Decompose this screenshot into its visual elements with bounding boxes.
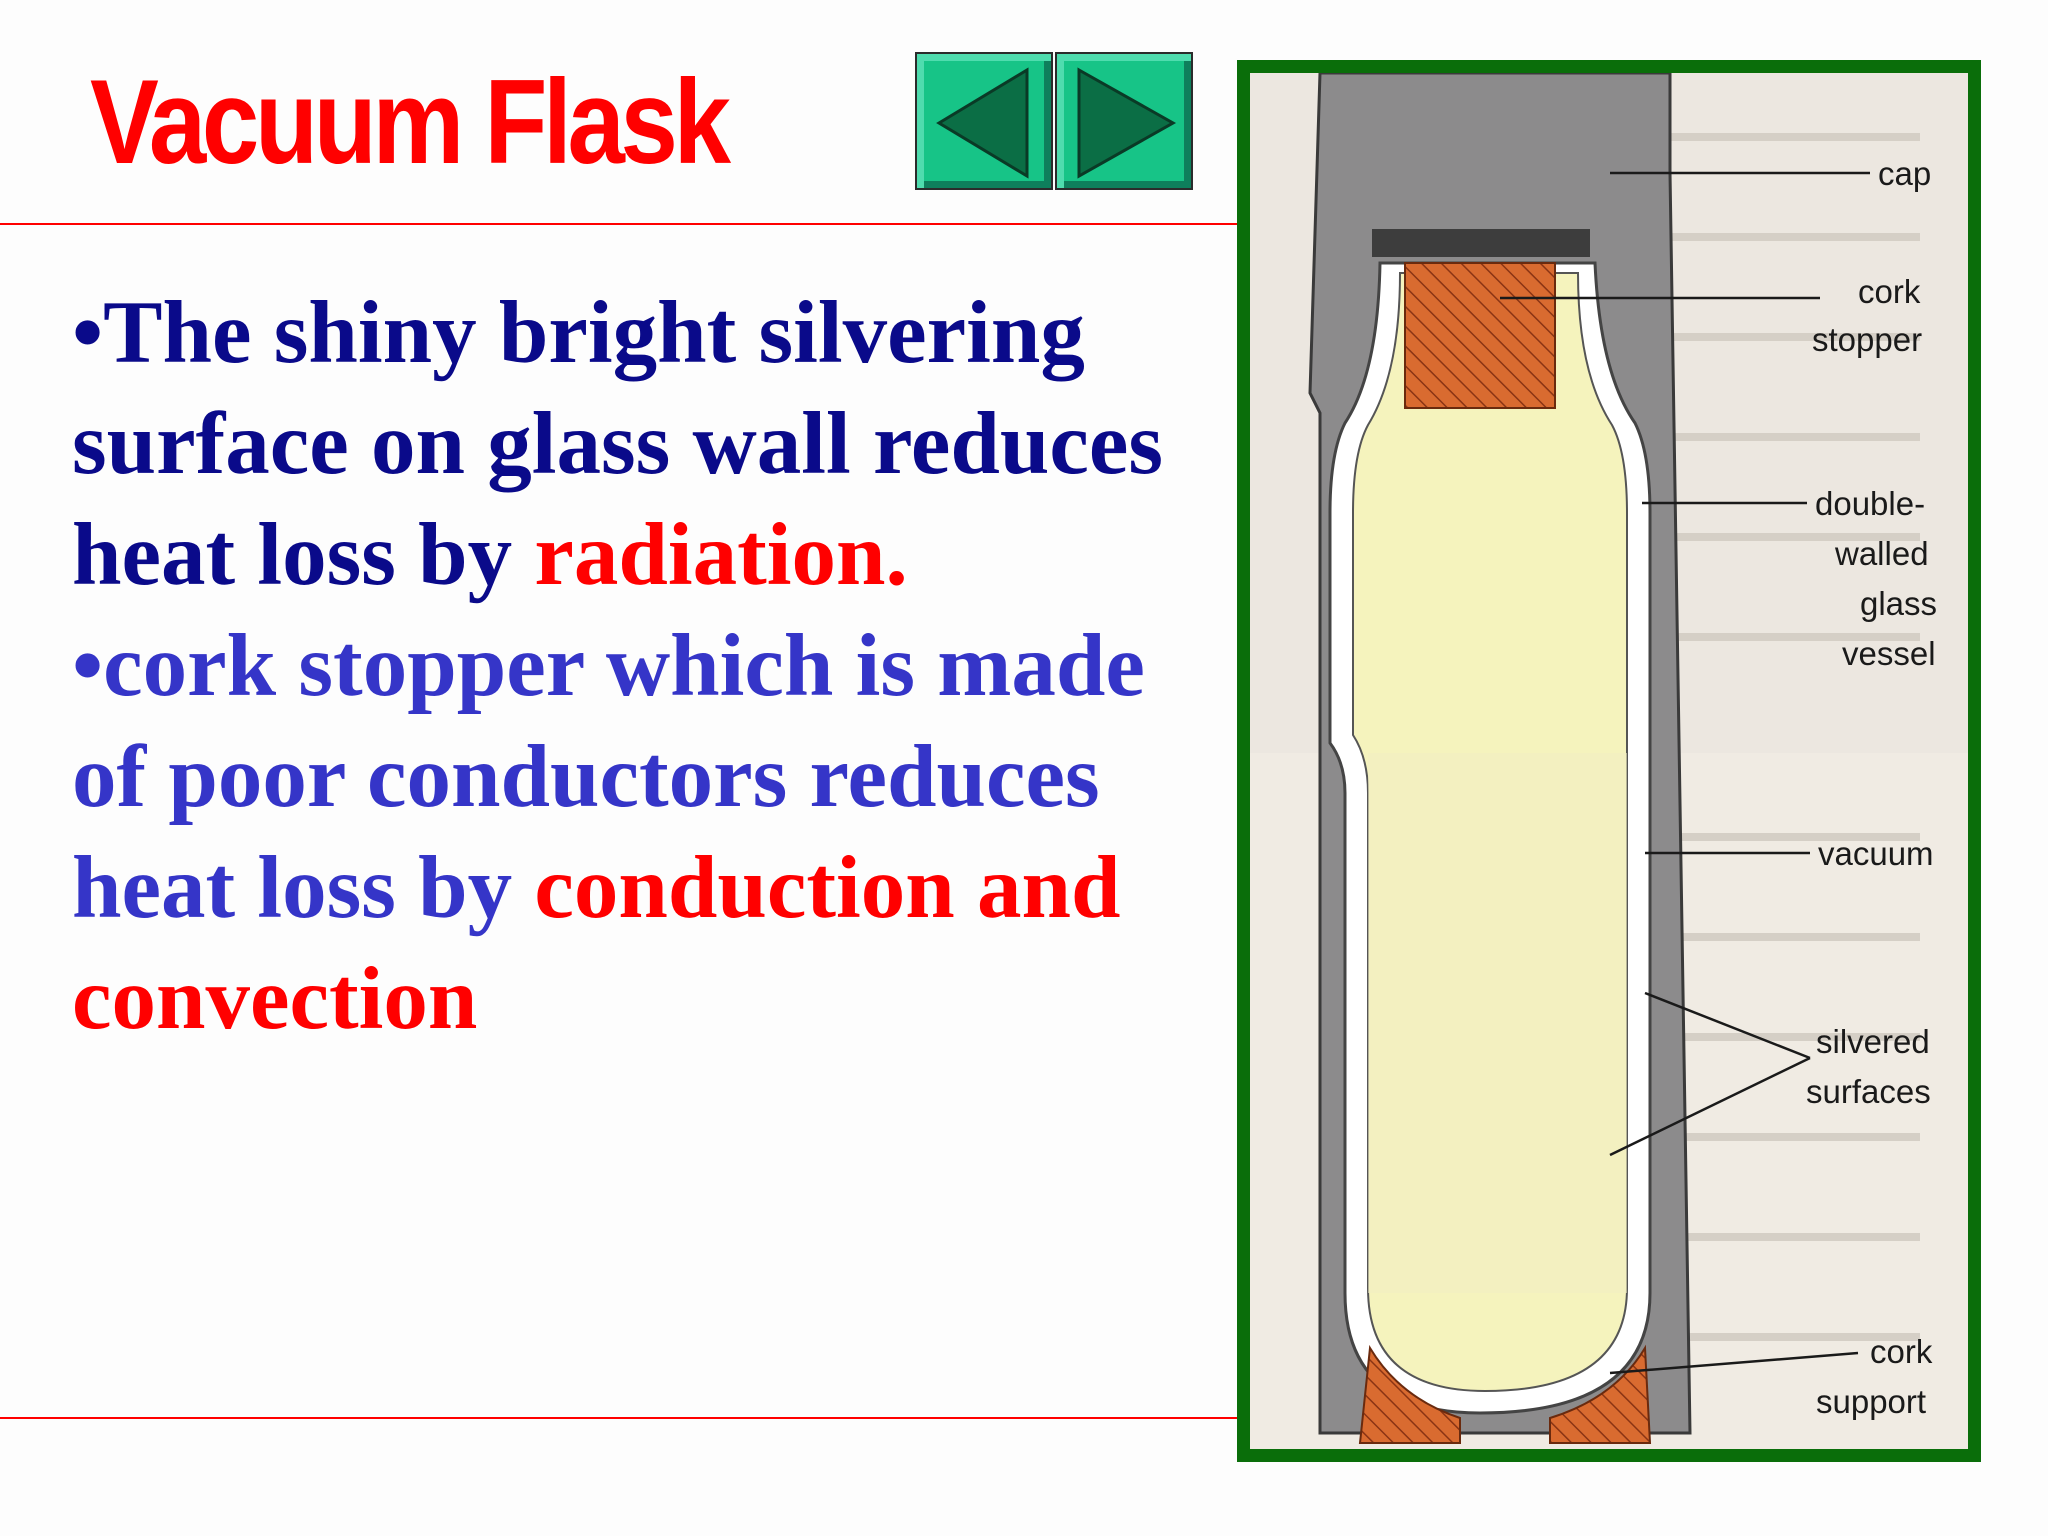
bullet-cork-stopper: •cork stopper which is made of poor cond… xyxy=(72,611,1232,1055)
label-double-walled-line1: double- xyxy=(1815,485,1925,522)
cork-support-right xyxy=(1549,1344,1652,1444)
bullet-radiation: •The shiny bright silvering surface on g… xyxy=(72,278,1232,611)
bullet-highlight: radiation. xyxy=(534,506,908,604)
slide-title: Vacuum Flask xyxy=(90,55,731,189)
label-leader-lines xyxy=(1500,171,1870,1375)
label-cork-stopper-line1: cork xyxy=(1858,273,1921,310)
label-silvered-line1: silvered xyxy=(1816,1023,1930,1060)
label-cork-support-line2: support xyxy=(1816,1383,1926,1420)
title-divider xyxy=(0,223,1262,225)
vacuum-flask-diagram: cap cork stopper double- walled glass ve… xyxy=(1237,60,1981,1462)
label-cork-support-line1: cork xyxy=(1870,1333,1933,1370)
bullet-marker: • xyxy=(72,284,104,382)
bullet-marker: • xyxy=(72,617,104,715)
label-cork-stopper-line2: stopper xyxy=(1812,321,1922,358)
bullet-highlight: conduction and convection xyxy=(72,839,1121,1048)
triangle-left-icon xyxy=(936,67,1029,179)
cork-support-left xyxy=(1358,1344,1461,1444)
label-double-walled-line2: walled xyxy=(1834,535,1929,572)
label-silvered-line2: surfaces xyxy=(1806,1073,1931,1110)
label-double-walled-line4: vessel xyxy=(1842,635,1936,672)
footer-divider xyxy=(0,1417,1280,1419)
next-slide-button[interactable] xyxy=(1055,52,1193,190)
bullet-text: cork stopper which is made of poor condu… xyxy=(72,617,1145,937)
label-cap: cap xyxy=(1878,155,1931,192)
label-double-walled-line3: glass xyxy=(1860,585,1937,622)
cork-stopper xyxy=(1404,262,1556,409)
bullet-list: •The shiny bright silvering surface on g… xyxy=(72,278,1232,1055)
flask-cap xyxy=(1372,229,1590,257)
previous-slide-button[interactable] xyxy=(915,52,1053,190)
label-vacuum: vacuum xyxy=(1818,835,1934,872)
triangle-right-icon xyxy=(1077,67,1177,179)
bullet-text: The shiny bright silvering surface on gl… xyxy=(72,284,1164,604)
